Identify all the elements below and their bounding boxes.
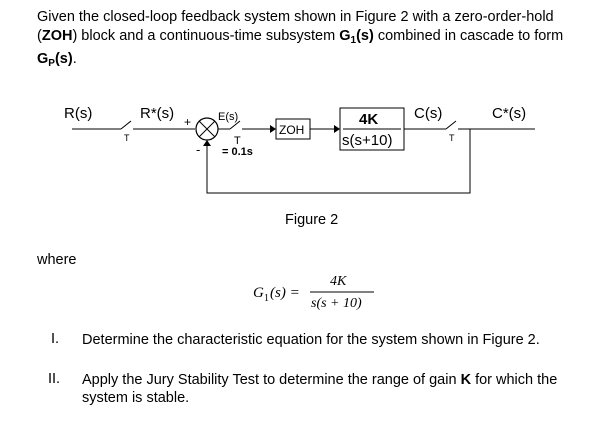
sample-time-T: T [234,135,241,147]
output-label: C(s) [414,105,442,122]
equation-numerator: 4K [330,274,347,289]
output-sampler-label: T [449,133,455,143]
plant-numerator: 4K [359,111,378,128]
equation-denominator: s(s + 10) [311,296,362,311]
feedback-path [206,129,471,194]
error-label: E(s) [218,111,238,123]
where-text: where [37,252,77,268]
plus-sign: + [184,115,191,129]
equation-lhs-sub: 1 [264,293,269,304]
arrow-to-zoh [270,125,276,133]
sample-time-value: = 0.1s [222,146,253,158]
sampled-output-label: C*(s) [492,105,526,122]
gp-term: GP(s) [37,51,73,69]
input-sampler-switch [120,120,132,130]
question-1-text: Determine the characteristic equation fo… [82,332,540,348]
sampled-input-label: R*(s) [140,105,174,122]
feedback-arrow [203,140,211,146]
output-sampler-switch [445,120,457,130]
summing-line-b [198,120,216,138]
error-sampler-switch [229,120,241,130]
arrow-to-plant [334,125,340,133]
figure-caption: Figure 2 [285,212,338,228]
input-label: R(s) [64,105,92,122]
question-2-text: Apply the Jury Stability Test to determi… [82,372,558,406]
plant-denominator: s(s+10) [342,132,392,149]
g1-term: G1(s) [339,28,374,46]
input-sampler-label: T [124,133,130,143]
problem-statement: Given the closed-loop feedback system sh… [37,9,564,69]
question-1-number: I. [51,331,60,347]
zoh-label: ZOH [279,123,304,137]
question-2-number: II. [48,371,61,387]
zoh-term: ZOH [41,28,73,44]
equation-lhs-arg: (s) = [270,285,300,301]
minus-sign: - [196,142,200,157]
equation-lhs-G: G [253,285,264,301]
